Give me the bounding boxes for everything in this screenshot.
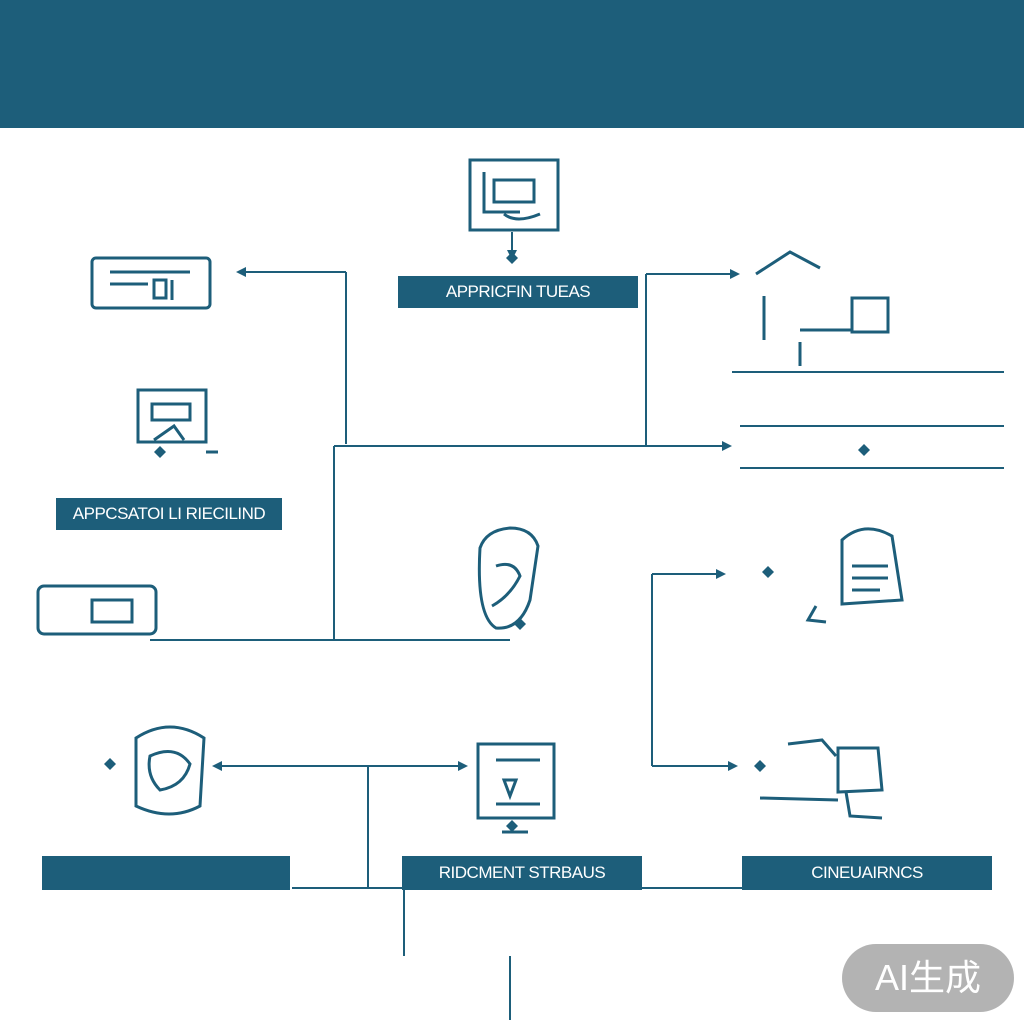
label-box-mid-left: APPCSATOI LI RIECILIND (56, 498, 282, 530)
caption-bottom-center (404, 892, 642, 952)
camera-badge-icon (134, 725, 206, 816)
monitor-icon (136, 388, 218, 454)
diamond-marker (514, 618, 526, 630)
caption-top-left (62, 334, 242, 362)
header-banner (0, 0, 1024, 128)
label-box-bottom-left (42, 856, 290, 890)
diamond-marker (506, 820, 518, 832)
caption-bottom-right (746, 892, 986, 952)
card-reader-icon (805, 527, 904, 624)
diamond-marker (762, 566, 774, 578)
ai-generated-badge: AI生成 (842, 944, 1014, 1012)
diamond-marker (754, 760, 766, 772)
card-icon (36, 584, 158, 636)
diamond-markers (104, 252, 870, 832)
connector-lines (150, 232, 1004, 1020)
label-box-top-center: APPRICFIN TUEAS (398, 276, 638, 308)
touch-device-icon (477, 526, 540, 630)
machine-icon (755, 250, 890, 366)
diamond-marker (154, 446, 166, 458)
diamond-marker (104, 758, 116, 770)
register-panel-icon (476, 742, 556, 834)
caption-mid-left (56, 538, 282, 564)
diamond-marker (506, 252, 518, 264)
document-window-icon (468, 158, 560, 232)
diamond-marker (858, 444, 870, 456)
scanner-icon (759, 738, 884, 820)
caption-top-right (744, 384, 1004, 524)
label-box-bottom-center: RIDCMENT STRBAUS (402, 856, 642, 890)
dashboard-screen-icon (90, 256, 212, 310)
label-box-bottom-right: CINEUAIRNCS (742, 856, 992, 890)
caption-top-center (384, 314, 634, 378)
caption-bottom-left (48, 892, 288, 952)
